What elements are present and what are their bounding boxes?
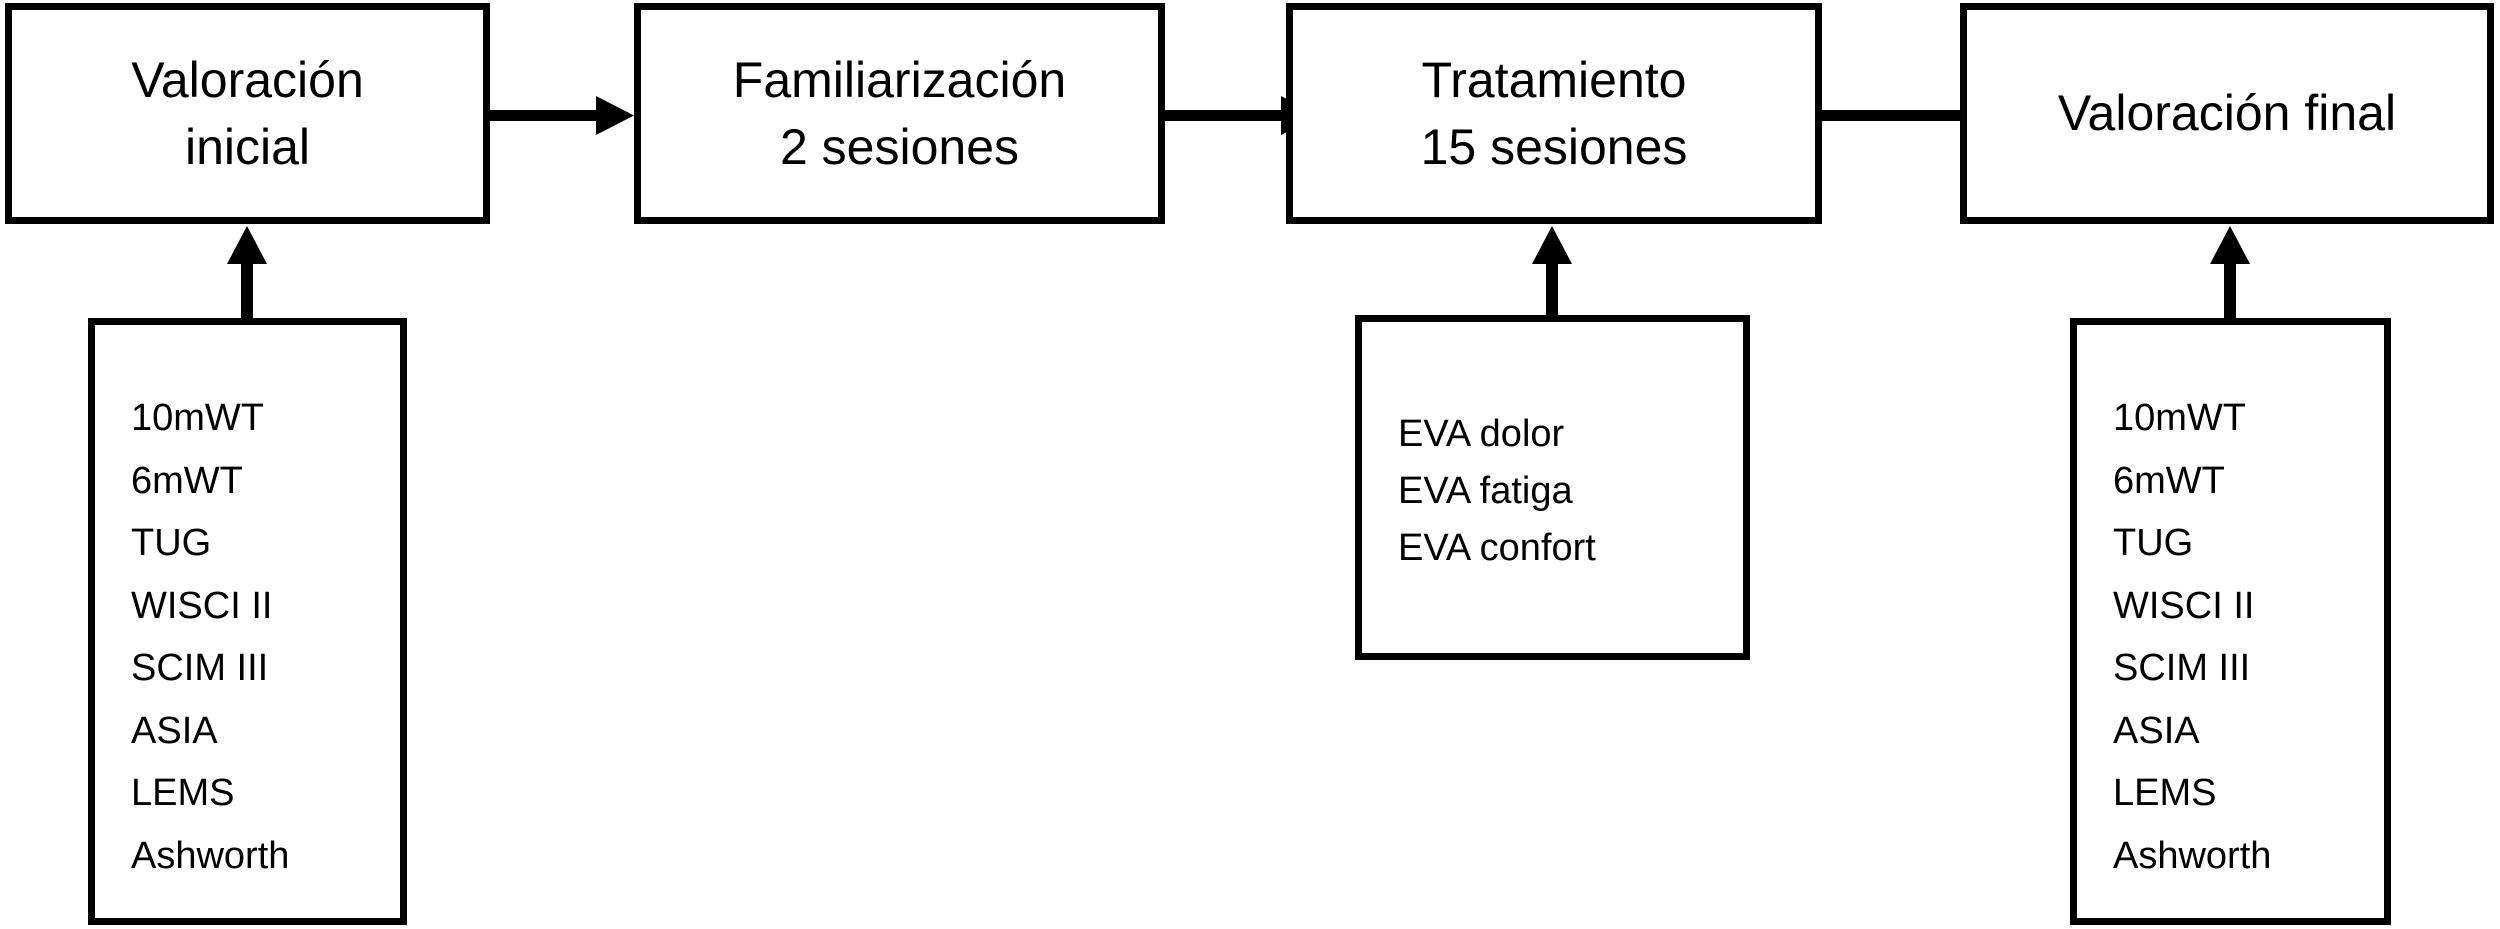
stage-initial-assessment: Valoración inicial xyxy=(5,3,490,224)
stage-familiarization-line2: 2 sesiones xyxy=(779,118,1020,175)
treatment-measures-box: EVA dolor EVA fatiga EVA confort xyxy=(1355,315,1750,660)
stage-treatment: Tratamiento 15 sesiones xyxy=(1286,3,1822,224)
final-measure-item: 10mWT xyxy=(2113,397,2246,439)
initial-measure-item: WISCI II xyxy=(131,584,273,627)
stage-treatment-line2: 15 sesiones xyxy=(1420,118,1688,175)
stage-initial-line2: inicial xyxy=(184,118,311,175)
arrow-treatment-measures-up xyxy=(1532,226,1572,320)
final-measures-box: 10mWT 6mWT TUG WISCI II SCIM III ASIA LE… xyxy=(2070,318,2391,925)
stage-familiarization: Familiarización 2 sesiones xyxy=(634,3,1165,224)
initial-measure-item: 6mWT xyxy=(131,459,243,502)
initial-measures-box: 10mWT 6mWT TUG WISCI II SCIM III ASIA LE… xyxy=(88,318,407,925)
arrow-initial-measures-up xyxy=(227,226,267,320)
final-measure-item: WISCI II xyxy=(2113,584,2255,627)
final-measure-item: TUG xyxy=(2113,522,2194,564)
initial-measure-item: LEMS xyxy=(131,772,235,814)
final-measure-item: ASIA xyxy=(2113,709,2200,752)
stage-final-line1: Valoración final xyxy=(2057,85,2397,141)
treatment-measure-item: EVA dolor xyxy=(1398,413,1565,455)
arrow-final-measures-up xyxy=(2210,226,2250,320)
treatment-measure-item: EVA confort xyxy=(1398,527,1596,569)
final-measure-item: Ashworth xyxy=(2113,834,2272,877)
initial-measure-item: 10mWT xyxy=(131,397,264,439)
final-measure-item: SCIM III xyxy=(2113,647,2251,689)
final-measure-item: 6mWT xyxy=(2113,459,2225,502)
initial-measure-item: ASIA xyxy=(131,709,218,752)
stage-treatment-line1: Tratamiento xyxy=(1421,51,1687,108)
initial-measure-item: Ashworth xyxy=(131,834,290,877)
arrow-initial-to-familiarization xyxy=(490,96,634,135)
initial-measure-item: TUG xyxy=(131,522,212,564)
stage-final-assessment: Valoración final xyxy=(1960,3,2494,224)
treatment-measure-item: EVA fatiga xyxy=(1398,470,1573,512)
final-measure-item: LEMS xyxy=(2113,772,2217,814)
stage-initial-line1: Valoración xyxy=(131,51,364,108)
initial-measure-item: SCIM III xyxy=(131,647,269,689)
stage-familiarization-line1: Familiarización xyxy=(732,51,1067,108)
